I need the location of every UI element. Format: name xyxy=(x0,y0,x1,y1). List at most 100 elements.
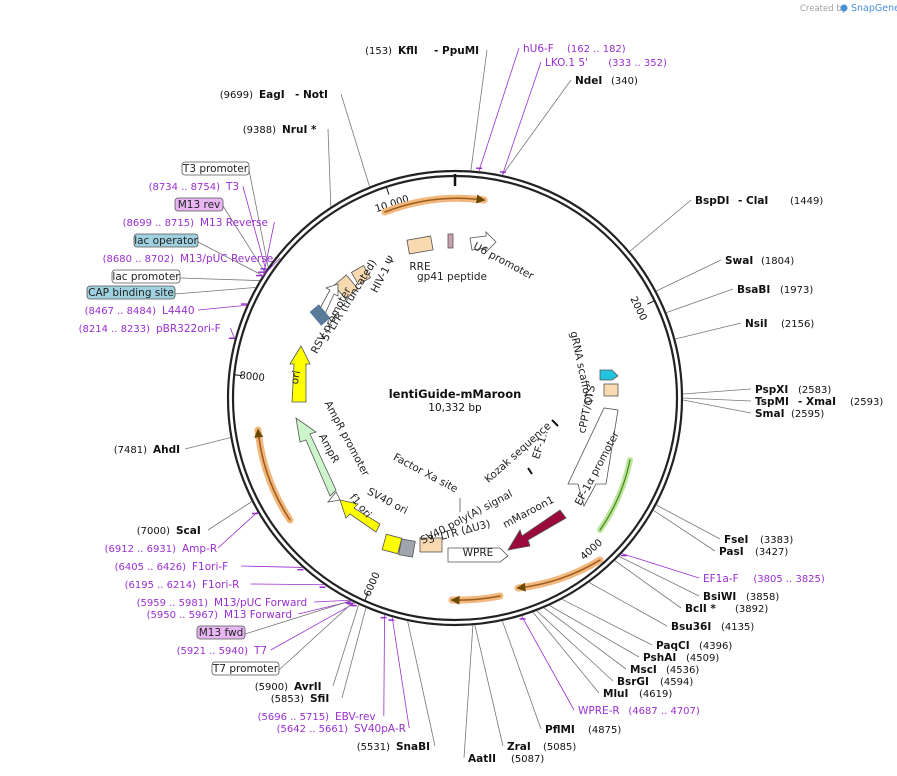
site-label[interactable]: PasI(3427) xyxy=(719,546,788,558)
site-coord: (4135) xyxy=(721,622,754,633)
leader-line xyxy=(341,607,367,699)
sv40-grey-block xyxy=(398,538,416,558)
site-label[interactable]: NdeI(340) xyxy=(575,75,638,87)
site-name: BspDI xyxy=(695,195,729,207)
site-label[interactable]: (7481)AhdI xyxy=(114,444,180,456)
orf-arc-right xyxy=(514,556,604,592)
site-name: AvrII xyxy=(294,681,322,693)
rsv-promoter-arrow xyxy=(317,283,339,317)
site-label[interactable]: (5853)SfiI xyxy=(271,693,330,705)
leader-line xyxy=(278,601,354,671)
site-label[interactable]: SmaI(2595) xyxy=(755,408,824,420)
site-label[interactable]: BsiWI(3858) xyxy=(703,591,779,603)
site-label[interactable]: MscI(4536) xyxy=(630,664,699,676)
site-name: SmaI xyxy=(755,408,785,420)
site-label[interactable]: NsiI(2156) xyxy=(745,318,814,330)
f1-ori-arrow xyxy=(339,499,381,533)
site-label[interactable]: PflMI(4875) xyxy=(545,724,621,736)
leader-line xyxy=(618,556,700,597)
boxed-feature[interactable]: lac promoter xyxy=(111,269,181,284)
primer-name: M13 Forward xyxy=(224,609,292,621)
primer-label[interactable]: (5921 .. 5940)T7 xyxy=(177,604,357,657)
leader-line xyxy=(263,221,275,274)
site-label[interactable]: (7000)ScaI xyxy=(137,525,201,537)
primer-name: SV40pA-R xyxy=(354,723,406,735)
site-label[interactable]: BspDI- ClaI(1449) xyxy=(695,195,823,207)
site-coord: (9699) xyxy=(220,90,253,101)
primer-label[interactable]: (8214 .. 8233)pBR322ori-F xyxy=(79,323,235,339)
gp41-block xyxy=(447,233,454,249)
primer-coord: (8699 .. 8715) xyxy=(123,218,195,229)
site-label[interactable]: PshAI(4509) xyxy=(643,652,719,664)
primer-label[interactable]: (8734 .. 8754)T3 xyxy=(149,181,267,270)
tick-mark xyxy=(647,300,655,305)
tick-mark xyxy=(364,593,369,602)
site-label[interactable]: TspMI- XmaI(2593) xyxy=(755,396,883,408)
site-name: ZraI xyxy=(507,741,531,753)
site-coord: (4619) xyxy=(639,689,672,700)
primer-label[interactable]: (6912 .. 6931)Amp-R xyxy=(105,512,258,556)
primer-label[interactable]: (8699 .. 8715) M13 Reverse xyxy=(123,217,268,273)
site-label[interactable]: (9388)NruI * xyxy=(243,124,317,136)
boxed-feature[interactable]: M13 rev xyxy=(174,197,224,212)
site-label[interactable]: AatII(5087) xyxy=(468,753,544,765)
orf-arc-ef1a-core xyxy=(599,459,631,531)
leader-line xyxy=(197,304,247,311)
site-label[interactable]: FseI(3383) xyxy=(724,534,793,546)
boxed-feature[interactable]: M13 fwd xyxy=(196,625,246,640)
primer-label[interactable]: (8467 .. 8484)L4440 xyxy=(85,303,247,317)
leader-line xyxy=(588,582,668,627)
orf-arc-left-core xyxy=(254,428,291,521)
primer-name: M13 Reverse xyxy=(200,217,268,229)
primer-coord: (162 .. 182) xyxy=(567,44,626,55)
boxed-feature-name: lac promoter xyxy=(112,271,180,283)
site-label[interactable]: PaqCI(4396) xyxy=(656,640,732,652)
leader-line xyxy=(463,625,474,759)
site-label[interactable]: (5900)AvrII xyxy=(255,681,322,693)
ltr3-block xyxy=(419,537,443,553)
site-label[interactable]: PspXI(2583) xyxy=(755,384,831,396)
site-name: PshAI xyxy=(643,652,676,664)
primer-label[interactable]: LKO.1 5'(333 .. 352) xyxy=(500,57,667,173)
primer-label[interactable]: (5959 .. 5981)M13/pUC Forward xyxy=(137,597,352,609)
primer-label[interactable]: WPRE-R(4687 .. 4707) xyxy=(519,618,700,717)
site-label[interactable]: (9699)EagI- NotI xyxy=(220,89,328,101)
primer-label[interactable]: (6405 .. 6426)F1ori-F xyxy=(115,561,304,573)
site-coord: (5085) xyxy=(543,742,576,753)
site-label[interactable]: (153)KflI- PpuMI xyxy=(365,45,479,57)
site-label[interactable]: SwaI(1804) xyxy=(725,255,794,267)
primer-coord: (6405 .. 6426) xyxy=(115,562,187,573)
primer-labels: hU6-F(162 .. 182)LKO.1 5'(333 .. 352) EF1… xyxy=(79,43,825,735)
primer-coord: (5959 .. 5981) xyxy=(137,598,209,609)
primer-label[interactable]: hU6-F(162 .. 182) xyxy=(476,43,626,170)
site-name: TspMI xyxy=(755,396,789,408)
site-label[interactable]: Bsu36I(4135) xyxy=(671,621,754,633)
leader-line xyxy=(340,93,370,187)
leader-line xyxy=(197,241,263,276)
site-label[interactable]: (5531)SnaBI xyxy=(357,741,430,753)
boxed-feature[interactable]: T7 promoter xyxy=(211,661,280,676)
primer-coord: (5696 .. 5715) xyxy=(258,712,330,723)
primer-label[interactable]: (6195 .. 6214)F1ori-R xyxy=(125,579,326,591)
site-label[interactable]: BsaBI(1973) xyxy=(737,284,813,296)
ltr5-block xyxy=(333,274,359,300)
site-label[interactable]: MluI(4619) xyxy=(603,688,672,700)
primer-label[interactable]: (8680 .. 8702)M13/pUC Reverse xyxy=(103,253,274,277)
leader-line xyxy=(383,614,385,717)
boxed-feature[interactable]: lac operator xyxy=(133,233,198,248)
primer-coord: (6912 .. 6931) xyxy=(105,544,177,555)
primer-label[interactable]: EF1a-F(3805 .. 3825) xyxy=(620,554,825,585)
site-label[interactable]: ZraI (5085) xyxy=(507,741,576,753)
site-label[interactable]: BsrGI(4594) xyxy=(617,676,693,688)
boxed-feature-name: T3 promoter xyxy=(182,163,249,175)
boxed-feature[interactable]: CAP binding site xyxy=(86,285,176,300)
primer-label[interactable]: (5696 .. 5715)EBV-rev xyxy=(258,616,387,723)
leader-line xyxy=(521,615,575,711)
leader-line xyxy=(502,620,542,730)
site-label[interactable]: BclI *(3892) xyxy=(685,603,768,615)
primer-label[interactable]: (5642 .. 5661)SV40pA-R xyxy=(277,619,406,735)
boxed-feature[interactable]: T3 promoter xyxy=(181,161,250,176)
site-name: BsiWI xyxy=(703,591,736,603)
ef1a-promoter-arrow xyxy=(567,407,619,508)
primer-label[interactable]: (5950 .. 5967)M13 Forward xyxy=(147,603,354,621)
